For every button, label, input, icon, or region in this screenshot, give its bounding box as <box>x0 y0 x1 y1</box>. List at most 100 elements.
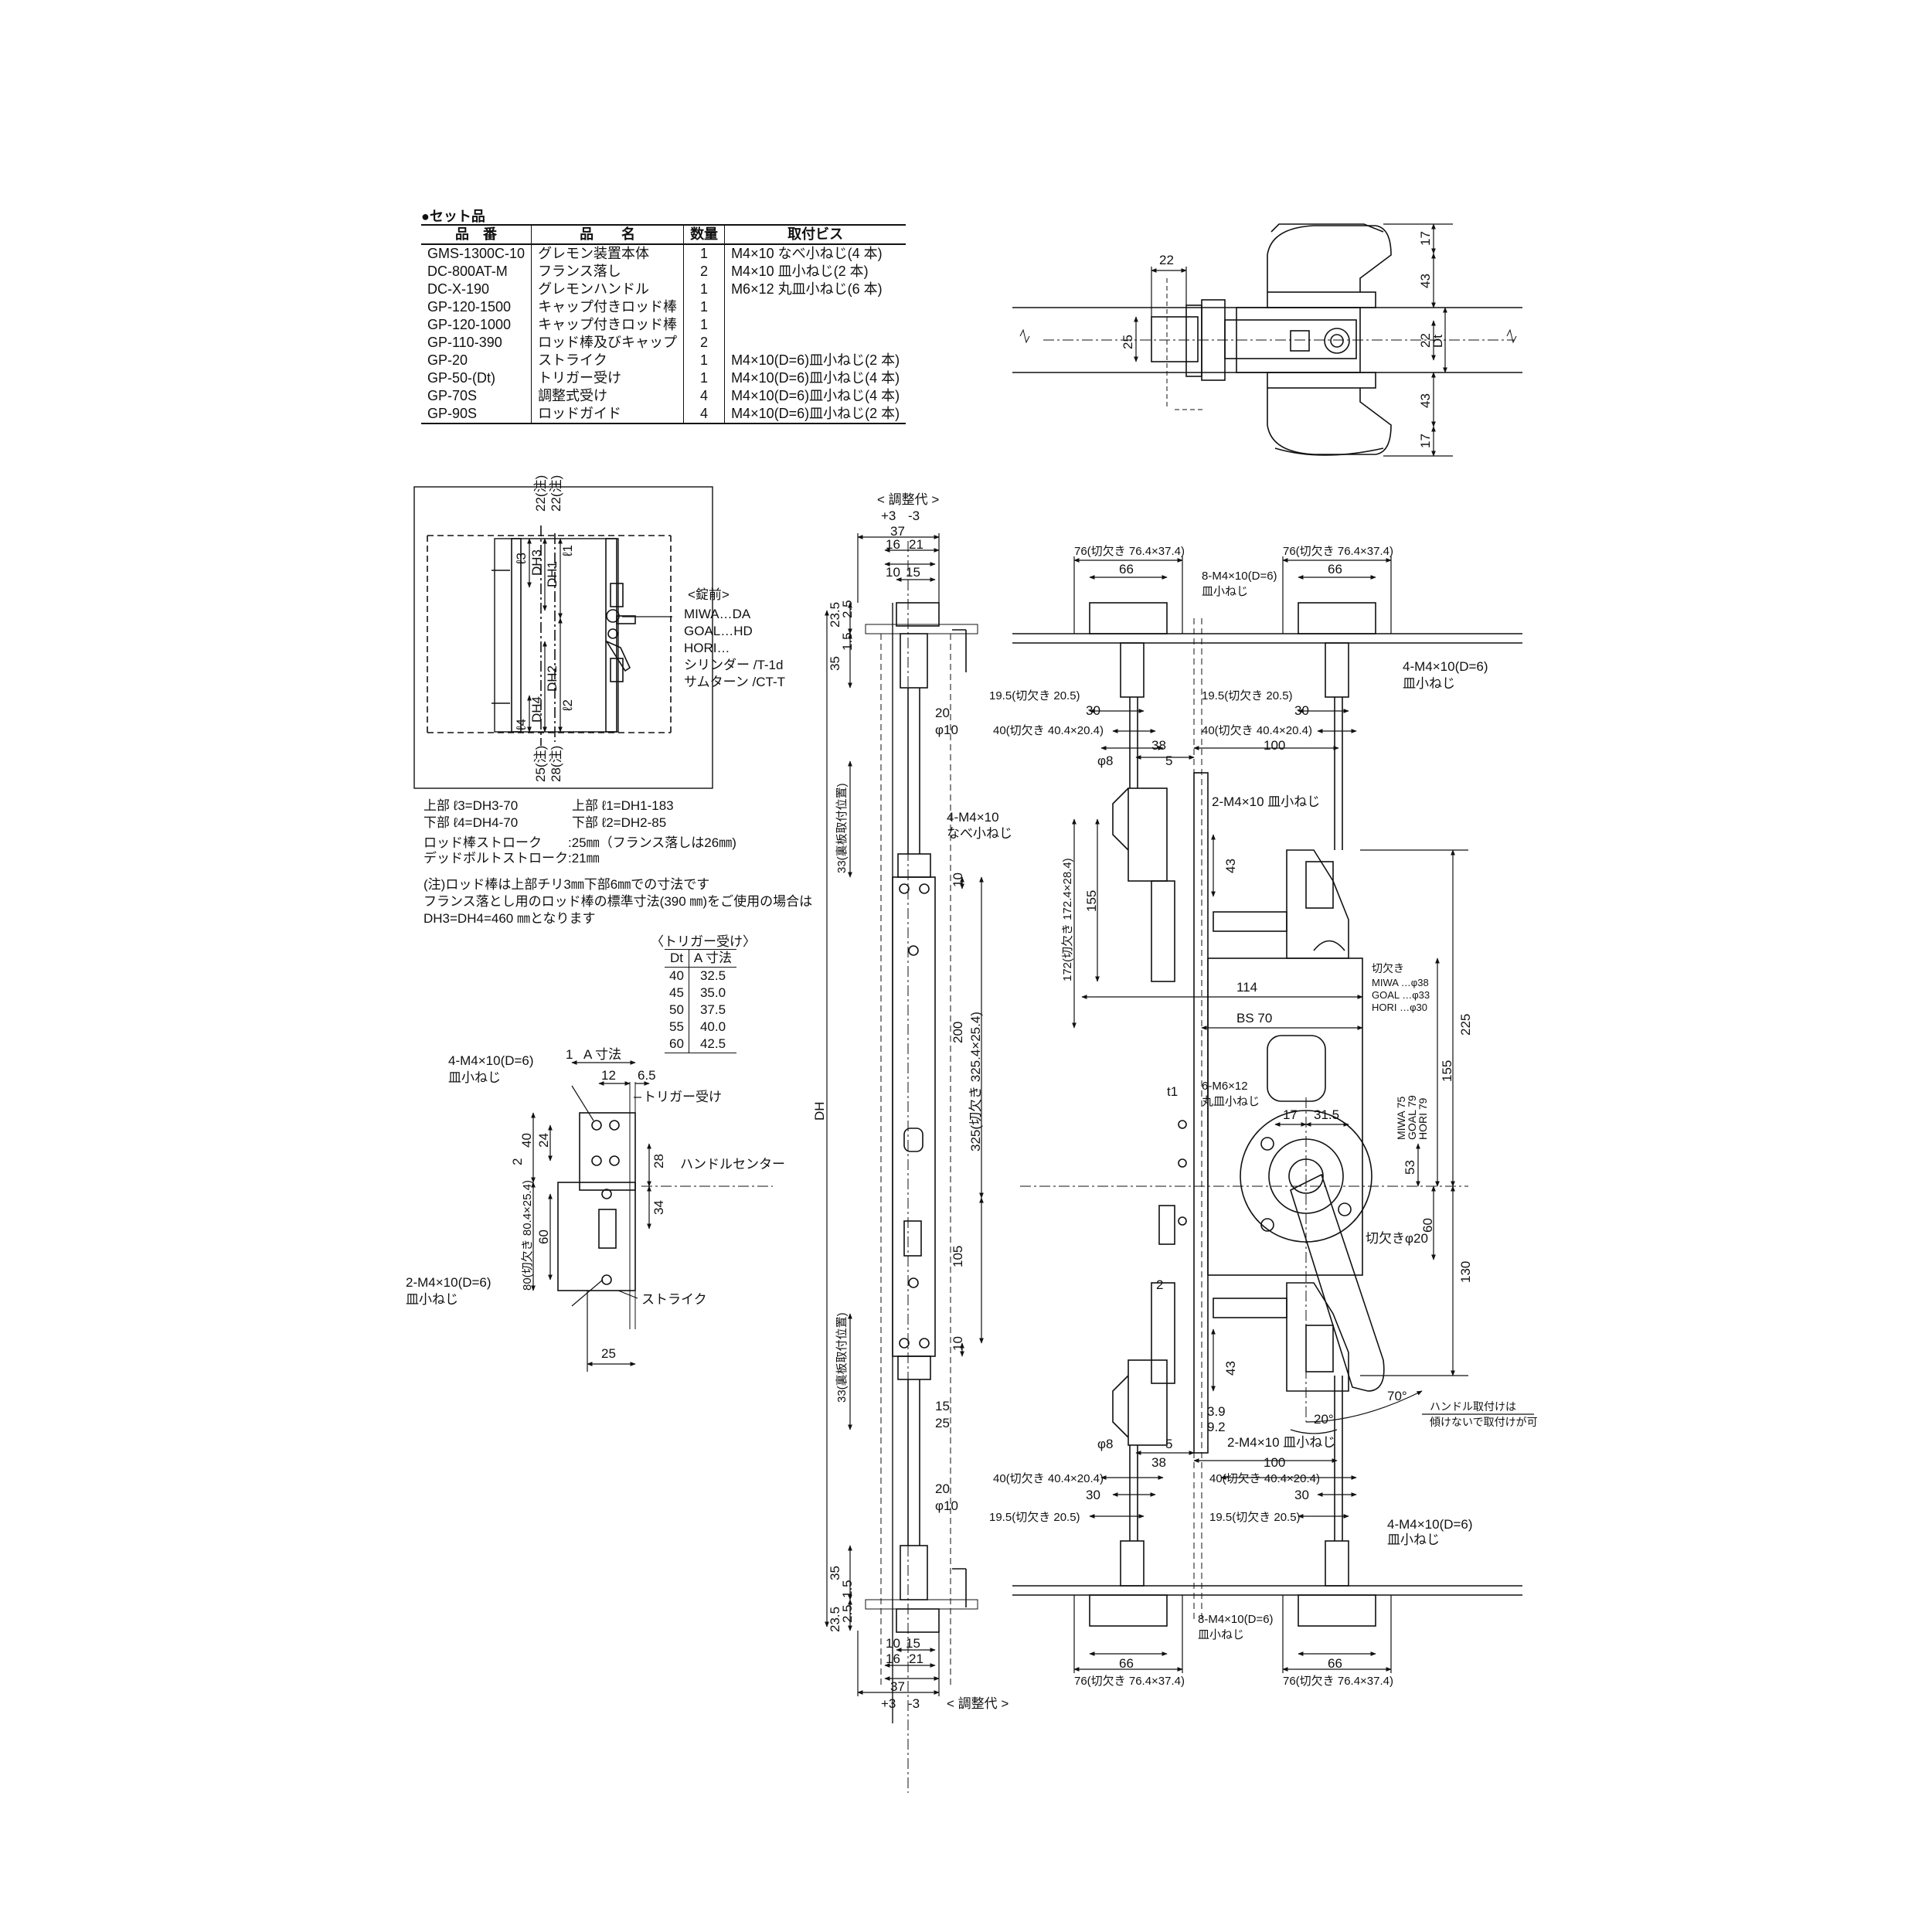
main-label: 66 <box>1119 562 1134 577</box>
main-label: 9.2 <box>1207 1420 1226 1434</box>
inset-dim: ℓ2 <box>560 699 575 712</box>
rod-label: 10 <box>951 872 965 887</box>
main-label: φ8 <box>1097 1437 1113 1451</box>
parts-cell: 2 <box>683 334 725 352</box>
formula: 上部 ℓ3=DH3-70 <box>423 798 518 813</box>
main-label: 皿小ねじ <box>1403 676 1455 691</box>
rod-label: 35 <box>828 1566 842 1580</box>
parts-cell: M4×10 なべ小ねじ(4 本) <box>724 244 906 263</box>
set-parts-title: ●セット品 <box>421 209 485 224</box>
main-label: 225 <box>1458 1014 1473 1036</box>
parts-cell: グレモンハンドル <box>531 281 684 298</box>
rod-label: 1.5 <box>840 632 855 651</box>
main-label: 66 <box>1119 1656 1134 1671</box>
main-label: 切欠きφ20 <box>1366 1231 1428 1246</box>
inset-dim: DH3 <box>529 549 544 576</box>
top-view-dim: 43 <box>1418 274 1433 288</box>
main-label: 76(切欠き 76.4×37.4) <box>1074 1675 1185 1688</box>
rod-label: なべ小ねじ <box>947 826 1012 841</box>
parts-cell: GP-110-390 <box>427 335 502 350</box>
rod-label: 1.5 <box>840 1580 855 1598</box>
parts-cell: M4×10(D=6)皿小ねじ(2 本) <box>724 352 906 369</box>
parts-cell: ストライク <box>531 352 684 369</box>
parts-cell: 4 <box>683 405 725 424</box>
main-label: 3.9 <box>1207 1404 1226 1419</box>
parts-cell: GP-50-(Dt) <box>427 370 496 386</box>
main-label: 皿小ねじ <box>1198 1628 1244 1641</box>
parts-header-cell: 数量 <box>683 224 725 245</box>
main-label: 43 <box>1223 1361 1238 1376</box>
main-label: 53 <box>1403 1160 1417 1175</box>
inset-dim: 25(注) <box>533 746 548 782</box>
lock-line: サムターン /CT-T <box>684 675 785 689</box>
rod-label: 10 <box>886 565 900 580</box>
parts-cell: フランス落し <box>531 263 684 281</box>
parts-cell: GP-90S <box>421 405 532 424</box>
inset-dim: ℓ3 <box>514 553 529 565</box>
parts-header-cell: 品 番 <box>421 224 532 245</box>
main-label: 30 <box>1294 703 1309 718</box>
main-label: 6-M6×12 <box>1202 1080 1248 1093</box>
parts-cell <box>724 298 906 316</box>
trigger-cell: 45 <box>669 985 684 1000</box>
parts-cell: GP-120-1000 <box>427 317 512 332</box>
rod-label: 20 <box>935 1481 950 1496</box>
parts-cell: DC-800AT-M <box>427 264 508 279</box>
parts-cell: 1 <box>683 281 725 298</box>
main-label: 2 <box>1156 1277 1163 1292</box>
top-view-dim: 25 <box>1121 335 1135 349</box>
main-label: 100 <box>1264 738 1285 753</box>
main-label: 155 <box>1440 1060 1454 1082</box>
rod-label: 37 <box>890 524 905 539</box>
rod-label: 16 <box>886 1651 900 1666</box>
main-label: 66 <box>1328 1656 1342 1671</box>
main-label: 2-M4×10 皿小ねじ <box>1212 794 1320 809</box>
main-label: 70° <box>1387 1389 1407 1403</box>
main-label: 17 <box>1283 1107 1298 1122</box>
strike-label: 4-M4×10(D=6) <box>448 1053 534 1068</box>
rod-label: φ10 <box>935 723 958 737</box>
lock-title: <錠前> <box>688 587 730 602</box>
parts-cell: 2 <box>683 263 725 281</box>
main-label: 4-M4×10(D=6) <box>1403 659 1488 674</box>
inset-dim: 22(注) <box>549 475 563 512</box>
main-label: 76(切欠き 76.4×37.4) <box>1283 545 1393 558</box>
lock-line: MIWA…DA <box>684 607 751 621</box>
trigger-cell: 40.0 <box>688 1019 737 1036</box>
top-view-dim: 43 <box>1418 393 1433 408</box>
trigger-cell: 32.5 <box>688 967 737 985</box>
parts-cell: M4×10(D=6)皿小ねじ(4 本) <box>724 369 906 387</box>
rod-label: DH <box>812 1101 827 1121</box>
main-label: 丸皿小ねじ <box>1202 1095 1260 1108</box>
top-view-dims <box>1134 223 1453 457</box>
main-label: 30 <box>1294 1488 1309 1502</box>
rod-label: < 調整代 > <box>947 1696 1009 1711</box>
top-view-dim: Dt <box>1430 335 1445 348</box>
rod-label: < 調整代 > <box>877 492 939 507</box>
inset-dim: 28(注) <box>549 746 563 782</box>
main-label: 5 <box>1165 1437 1172 1451</box>
strike-label: 2-M4×10(D=6) <box>406 1275 492 1290</box>
parts-cell: GP-120-1500 <box>427 299 512 315</box>
main-label: 傾けないで取付けが可 <box>1430 1416 1538 1428</box>
main-label: 40(切欠き 40.4×20.4) <box>993 724 1104 737</box>
parts-cell: GP-70S <box>427 388 478 403</box>
lock-line: GOAL…HD <box>684 624 753 638</box>
main-label: 76(切欠き 76.4×37.4) <box>1283 1675 1393 1688</box>
top-view-dim: 17 <box>1418 434 1433 448</box>
strike-label: 60 <box>536 1230 551 1244</box>
parts-cell: M4×10(D=6)皿小ねじ(2 本) <box>724 405 906 424</box>
lock-line: HORI… <box>684 641 730 655</box>
main-label: 155 <box>1084 890 1099 912</box>
rod-label: 16 <box>886 537 900 552</box>
main-label: 8-M4×10(D=6) <box>1202 570 1277 583</box>
main-label: GOAL 79 <box>1406 1095 1418 1140</box>
